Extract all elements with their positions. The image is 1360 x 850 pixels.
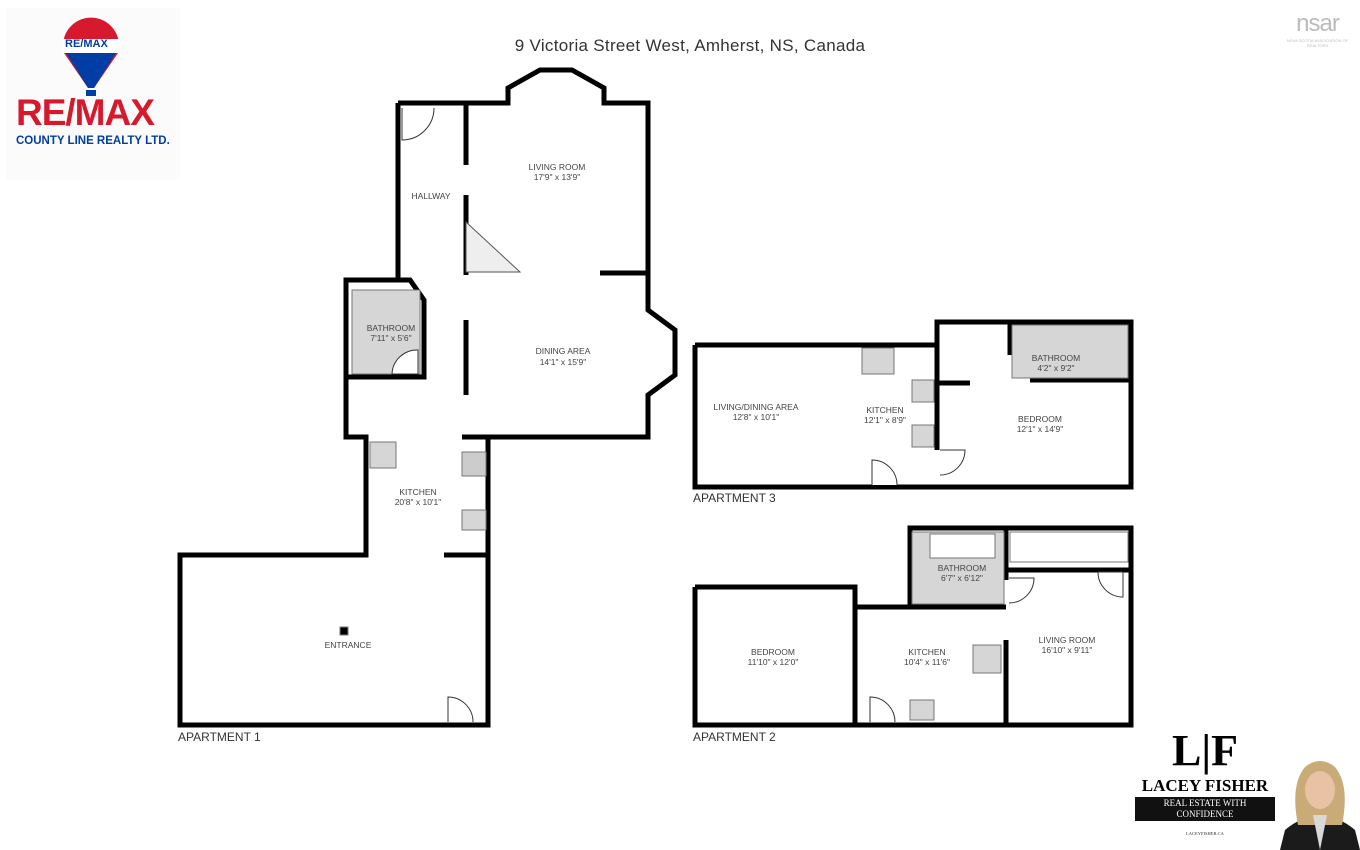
room-name: HALLWAY [411, 191, 450, 201]
apartment-1-walls [177, 67, 678, 728]
room-size: 17'9" x 13'9" [534, 172, 581, 182]
room-name: LIVING ROOM [1039, 635, 1096, 645]
room-size: 12'1" x 8'9" [864, 415, 906, 425]
balloon-icon [63, 17, 120, 96]
apartment-2-walls [692, 525, 1134, 728]
apartment-label: APARTMENT 2 [693, 730, 776, 744]
room-name: LIVING ROOM [529, 162, 586, 172]
room-name: KITCHEN [908, 647, 945, 657]
room-name: BATHROOM [367, 323, 415, 333]
room-size: 20'8" x 10'1" [395, 497, 442, 507]
room-size: 7'11" x 5'6" [370, 333, 411, 343]
balloon-text: RE/MAX [65, 38, 108, 50]
room-name: ENTRANCE [325, 640, 372, 650]
room-name: DINING AREA [536, 346, 591, 356]
room-size: 12'8" x 10'1" [733, 412, 780, 422]
nsar-subtitle: NOVA SCOTIA ASSOCIATION OF REALTORS [1286, 38, 1349, 48]
bathroom-floor [1011, 324, 1129, 379]
page-title: 9 Victoria Street West, Amherst, NS, Can… [514, 36, 866, 55]
remax-office: COUNTY LINE REALTY LTD. [16, 135, 170, 147]
apartment-3-walls [692, 319, 1134, 490]
agent-name: LACEY FISHER [1141, 776, 1269, 795]
nsar-logo: nsar NOVA SCOTIA ASSOCIATION OF REALTORS [1280, 10, 1355, 48]
apartment-label: APARTMENT 3 [693, 491, 776, 505]
room-size: 16'10" x 9'11" [1042, 645, 1093, 655]
room-name: BEDROOM [1018, 414, 1062, 424]
room-name: KITCHEN [399, 487, 436, 497]
room-size: 10'4" x 11'6" [904, 657, 950, 667]
room-size: 6'7" x 6'12" [941, 573, 983, 583]
agent-photo [1280, 761, 1360, 850]
room-size: 12'1" x 14'9" [1017, 424, 1064, 434]
room-size: 14'1" x 15'9" [540, 357, 587, 367]
agent-website: LACEYFISHER.CA [1186, 831, 1224, 836]
room-size: 4'2" x 9'2" [1037, 363, 1074, 373]
room-name: KITCHEN [866, 405, 903, 415]
room-name: LIVING/DINING AREA [713, 402, 798, 412]
room-size: 11'10" x 12'0" [748, 657, 799, 667]
room-name: BATHROOM [938, 563, 986, 573]
agent-monogram: L|F [1172, 726, 1238, 775]
room-name: BEDROOM [751, 647, 795, 657]
remax-logo: RE/MAX RE/MAX COUNTY LINE REALTY LTD. [6, 8, 180, 180]
nsar-wordmark: nsar [1296, 10, 1340, 37]
agent-tagline: REAL ESTATE WITH CONFIDENCE [1135, 797, 1275, 821]
remax-wordmark: RE/MAX [16, 92, 155, 133]
room-name: BATHROOM [1032, 353, 1080, 363]
agent-branding: L|F LACEY FISHER REAL ESTATE WITH CONFID… [1135, 728, 1275, 837]
apartment-label: APARTMENT 1 [178, 730, 261, 744]
